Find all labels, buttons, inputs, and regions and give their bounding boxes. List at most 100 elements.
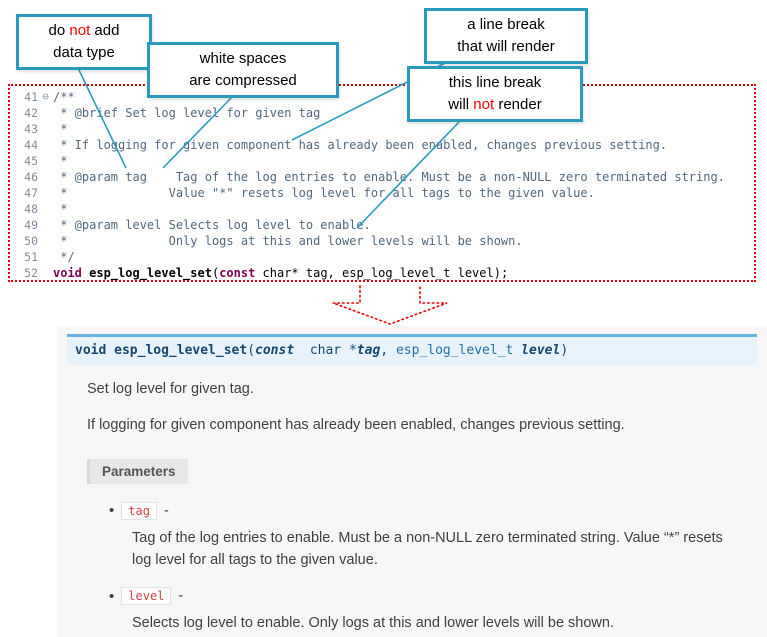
sig-punct: ( [247, 343, 256, 358]
param-item-level: • level - Selects log level to enable. O… [109, 587, 757, 634]
code-text: */ [53, 250, 75, 264]
code-line: 43 * [12, 121, 754, 137]
fold-column [38, 185, 53, 201]
keyword-void: void [53, 266, 90, 280]
function-name: esp_log_level_set [89, 266, 212, 280]
param-description: Selects log level to enable. Only logs a… [132, 615, 614, 632]
code-line: 51 */ [12, 249, 754, 265]
sig-punct: , [380, 343, 396, 358]
code-text: char* tag, esp_log_level_t level); [255, 266, 509, 280]
rendered-docs-panel: void esp_log_level_set(const char *tag, … [57, 326, 767, 637]
fold-column [38, 201, 53, 217]
sig-function-name: esp_log_level_set [106, 343, 248, 358]
callout-line: this line break [448, 74, 542, 91]
callout-text: do [48, 22, 70, 39]
param-dash: - [178, 588, 184, 605]
flow-arrow-icon [332, 285, 448, 325]
line-number: 49 [24, 218, 38, 232]
line-number: 52 [24, 266, 38, 280]
code-line: 42 * @brief Set log level for given tag [12, 105, 754, 121]
callout-line: will not render [419, 94, 571, 116]
sig-param-tag: tag [356, 343, 381, 358]
fold-column [38, 169, 53, 185]
fold-column [38, 137, 53, 153]
callout-line-break-renders: a line break that will render [424, 8, 588, 64]
docs-description: If logging for given component has alrea… [87, 416, 625, 433]
param-description: Tag of the log entries to enable. Must b… [132, 529, 723, 568]
code-line-declaration: 52 void esp_log_level_set(const char* ta… [12, 265, 754, 281]
callout-line: do not add [28, 20, 140, 42]
line-number: 48 [24, 202, 38, 216]
bullet-icon: • [109, 587, 115, 605]
keyword-const: const [219, 266, 256, 280]
code-line: 41 ⊖ /** [12, 89, 754, 105]
callout-line: that will render [457, 37, 555, 55]
fold-column [38, 105, 53, 121]
code-line: 50 * Only logs at this and lower levels … [12, 233, 754, 249]
param-name-chip: level [121, 587, 172, 606]
fold-column [38, 265, 53, 281]
fold-marker-icon[interactable]: ⊖ [42, 90, 49, 103]
sig-punct: ) [560, 343, 569, 358]
line-number: 47 [24, 186, 38, 200]
line-number: 50 [24, 234, 38, 248]
line-number: 44 [24, 138, 38, 152]
code-line: 47 * Value "*" resets log level for all … [12, 185, 754, 201]
code-text: /** [53, 90, 75, 104]
code-text: * If logging for given component has alr… [53, 138, 668, 152]
param-head: • tag - [109, 501, 757, 520]
code-text: * @brief Set log level for given tag [53, 106, 321, 120]
callout-text: render [494, 95, 542, 113]
param-name-chip: tag [121, 501, 157, 520]
code-line: 48 * [12, 201, 754, 217]
line-number: 42 [24, 106, 38, 120]
callout-line: are compressed [189, 71, 297, 89]
code-line: 44 * If logging for given component has … [12, 137, 754, 153]
callout-whitespace: white spaces are compressed [147, 42, 339, 98]
function-signature: void esp_log_level_set(const char *tag, … [67, 334, 757, 365]
line-number: 41 [24, 90, 38, 104]
fold-column [38, 153, 53, 169]
callout-line: a line break [467, 16, 545, 33]
callout-line: data type [53, 43, 115, 61]
callout-line-break-not-render: this line break will not render [407, 66, 583, 122]
callout-text: add [90, 22, 120, 39]
fold-column [38, 217, 53, 233]
callout-text: will [448, 95, 474, 113]
param-head: • level - [109, 587, 757, 606]
sig-type: esp_log_level_t [395, 343, 514, 358]
callout-text-red: not [69, 22, 91, 39]
fold-column [38, 121, 53, 137]
param-dash: - [163, 502, 169, 519]
fold-column [38, 249, 53, 265]
docs-body: Set log level for given tag. If logging … [87, 379, 757, 635]
code-editor-snippet: 41 ⊖ /** 42 * @brief Set log level for g… [8, 84, 756, 282]
code-line: 45 * [12, 153, 754, 169]
line-number: 46 [24, 170, 38, 184]
code-line: 46 * @param tag Tag of the log entries t… [12, 169, 754, 185]
sig-return-type: void [75, 343, 107, 358]
callout-text-red: not [473, 95, 495, 113]
sig-const-keyword: const [255, 343, 295, 358]
code-text: * Value "*" resets log level for all tag… [53, 186, 595, 200]
param-item-tag: • tag - Tag of the log entries to enable… [109, 501, 757, 572]
sig-param-level: level [513, 343, 561, 358]
fold-column [38, 233, 53, 249]
code-line: 49 * @param level Selects log level to e… [12, 217, 754, 233]
code-text: * [53, 202, 68, 216]
code-text: void esp_log_level_set(const char* tag, … [53, 265, 508, 281]
sig-type: char * [294, 343, 357, 358]
bullet-icon: • [109, 502, 115, 519]
callout-line: white spaces [199, 50, 287, 67]
line-number: 45 [24, 154, 38, 168]
code-text: * [53, 122, 68, 136]
code-text: * Only logs at this and lower levels wil… [53, 234, 523, 248]
code-text: * @param tag Tag of the log entries to e… [53, 170, 725, 184]
parameters-label: Parameters [87, 458, 188, 484]
line-number: 43 [24, 122, 38, 136]
line-number: 51 [24, 250, 38, 264]
code-text: * [53, 154, 68, 168]
callout-no-datatype: do not add data type [16, 14, 152, 70]
code-text: ( [211, 266, 220, 280]
docs-brief: Set log level for given tag. [87, 381, 254, 397]
